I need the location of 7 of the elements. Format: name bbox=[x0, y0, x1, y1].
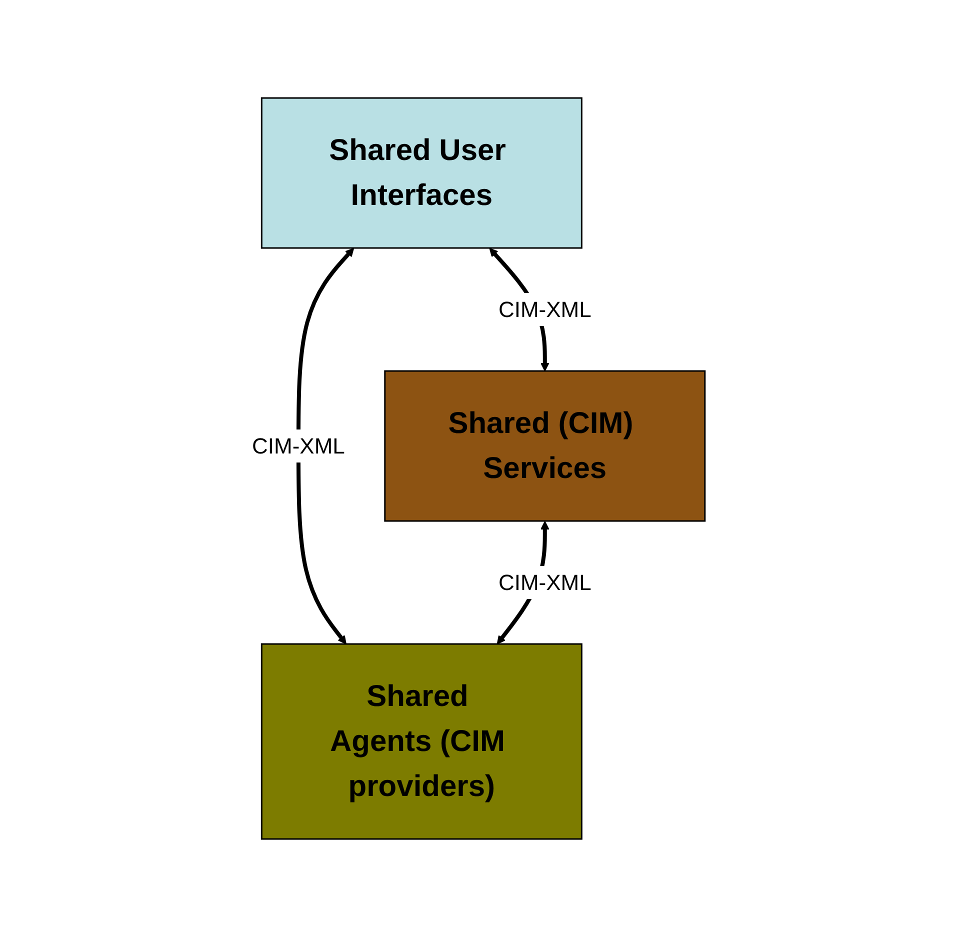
edge-label: CIM-XML bbox=[252, 433, 345, 458]
edge-label: CIM-XML bbox=[498, 570, 592, 594]
node-box: Shared (CIM) Services bbox=[384, 370, 706, 522]
node-box: Shared Agents (CIM providers) bbox=[260, 642, 582, 840]
node-box: Shared User Interfaces bbox=[260, 96, 582, 248]
edge-label: CIM-XML bbox=[498, 296, 592, 322]
arrow bbox=[296, 247, 354, 644]
